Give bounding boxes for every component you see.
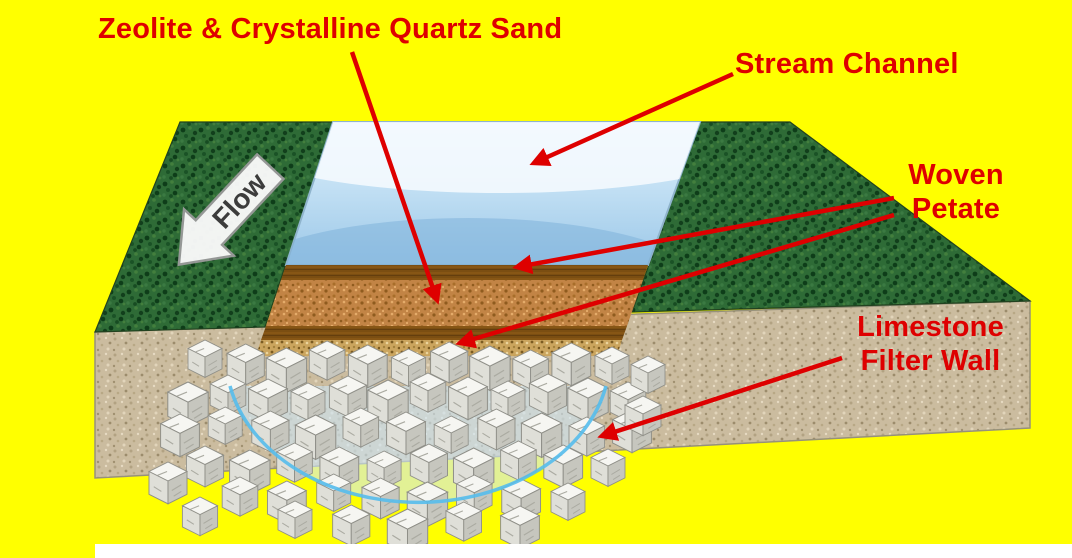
- bottom-margin: [95, 544, 1072, 558]
- arrow-stream-channel: [529, 71, 734, 166]
- label-woven-line2: Petate: [911, 193, 1001, 226]
- sand-layer: [266, 280, 643, 326]
- label-woven-petate: Woven Petate: [886, 158, 1026, 226]
- annotation-arrows: [349, 51, 895, 441]
- filter-bowl-outline: [228, 385, 608, 505]
- arrow-woven-petate-upper: [512, 195, 895, 275]
- label-zeolite-sand: Zeolite & Crystalline Quartz Sand: [98, 13, 563, 45]
- label-lime-line2: Filter Wall: [860, 345, 1001, 378]
- arrow-woven-petate-lower: [455, 212, 895, 349]
- label-woven-line1: Woven: [908, 159, 1004, 191]
- label-limestone-wall: Limestone Filter Wall: [838, 310, 1023, 378]
- woven-petate-bottom-layer: [261, 326, 627, 340]
- arrow-zeolite-sand: [349, 51, 442, 305]
- label-stream-channel: Stream Channel: [735, 48, 959, 80]
- woven-petate-top-layer: [281, 265, 648, 280]
- label-lime-line1: Limestone: [857, 311, 1004, 343]
- arrow-limestone-wall: [597, 355, 843, 441]
